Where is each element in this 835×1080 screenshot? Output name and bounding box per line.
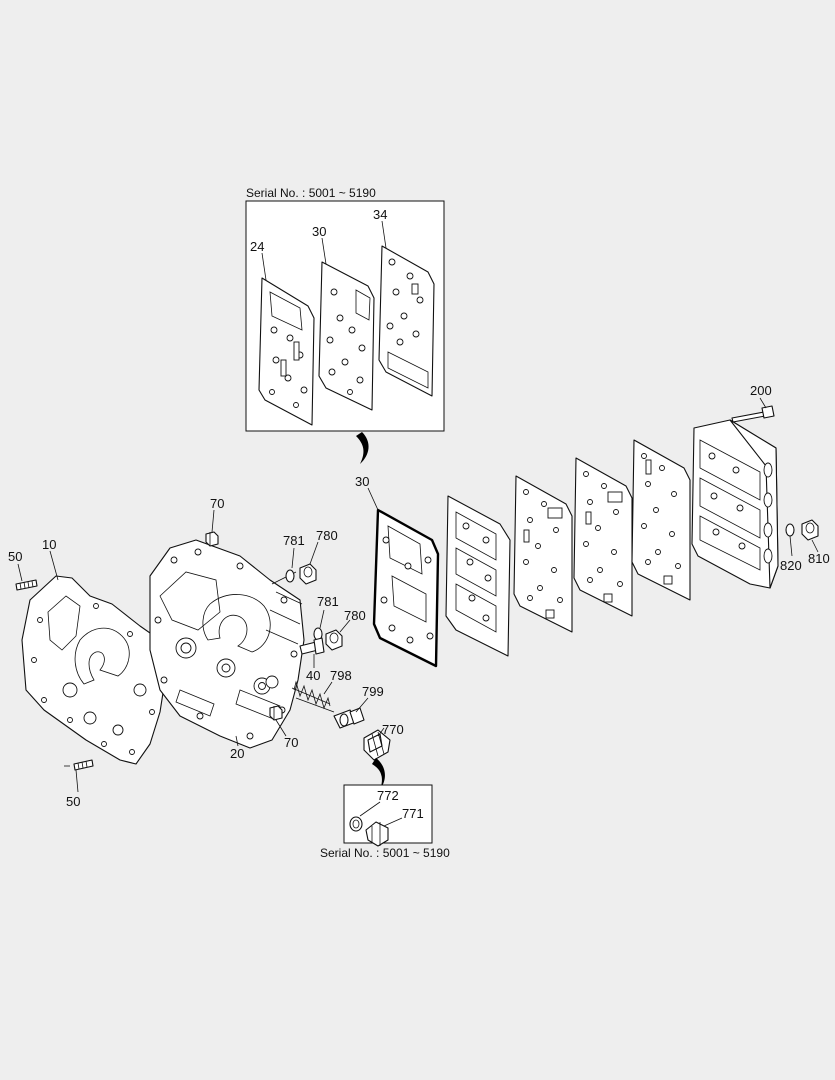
label-34: 34 (373, 207, 387, 222)
arrow-top-inset (356, 432, 369, 464)
spring-798 (291, 680, 335, 713)
bolt-200 (731, 405, 775, 423)
label-780-top: 780 (316, 528, 338, 543)
oring-781-top (285, 569, 295, 583)
plug-780-top (299, 563, 317, 585)
plug-810 (801, 519, 819, 541)
plunger-799 (333, 707, 365, 729)
label-781-top: 781 (283, 533, 305, 548)
label-781-mid: 781 (317, 594, 339, 609)
valve-block (691, 419, 779, 589)
label-771: 771 (402, 806, 424, 821)
label-770: 770 (382, 722, 404, 737)
label-30-main: 30 (355, 474, 369, 489)
plug-70-top (205, 531, 219, 547)
label-200: 200 (750, 383, 772, 398)
plug-771 (365, 821, 389, 847)
oring-820 (785, 523, 795, 537)
stud-50-bottom (64, 759, 94, 771)
plug-70-bottom (269, 705, 283, 721)
label-30-inset: 30 (312, 224, 326, 239)
label-798: 798 (330, 668, 352, 683)
oring-772 (349, 816, 363, 832)
label-10: 10 (42, 537, 56, 552)
serial-caption-bottom: Serial No. : 5001 ~ 5190 (320, 846, 450, 860)
label-810: 810 (808, 551, 830, 566)
separator-plate (445, 495, 511, 657)
label-20: 20 (230, 746, 244, 761)
valve-body-20 (149, 539, 305, 749)
label-24: 24 (250, 239, 264, 254)
label-70-top: 70 (210, 496, 224, 511)
inset-box-bottom: 772 771 Serial No. : 5001 ~ 5190 (320, 784, 450, 860)
label-70-bottom: 70 (284, 735, 298, 750)
plug-780-mid (325, 629, 343, 651)
gasket-34 (378, 245, 435, 397)
label-50-bottom: 50 (66, 794, 80, 809)
label-772: 772 (377, 788, 399, 803)
label-40: 40 (306, 668, 320, 683)
gasket-24 (258, 277, 315, 426)
label-50-top: 50 (8, 549, 22, 564)
stud-50-top (15, 579, 38, 591)
plate-10 (21, 575, 166, 765)
label-820: 820 (780, 558, 802, 573)
plate-c (631, 439, 691, 601)
plate-a (513, 475, 573, 633)
gasket-30-inset (318, 261, 375, 411)
bolt-40 (299, 637, 325, 655)
sensor-770 (363, 729, 391, 761)
label-780-mid: 780 (344, 608, 366, 623)
inset-box-top: Serial No. : 5001 ~ 5190 (245, 186, 445, 432)
gasket-30-main (372, 508, 440, 668)
label-799: 799 (362, 684, 384, 699)
serial-caption-top: Serial No. : 5001 ~ 5190 (246, 186, 376, 200)
plate-b (573, 457, 633, 617)
arrow-bottom-inset (372, 758, 385, 790)
